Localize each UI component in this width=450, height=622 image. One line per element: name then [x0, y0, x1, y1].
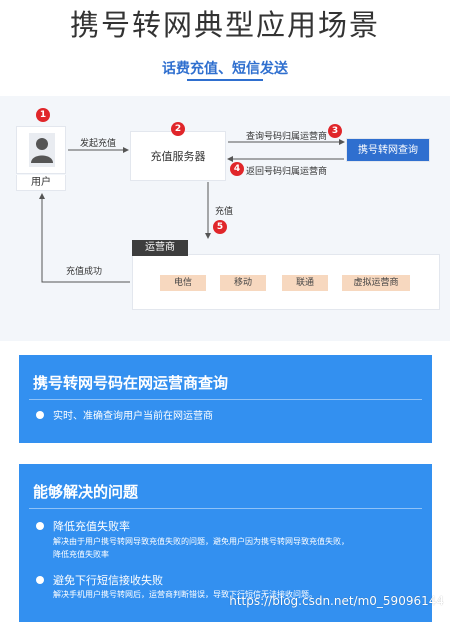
user-icon — [29, 133, 55, 167]
carrier-virtual: 虚拟运营商 — [342, 275, 410, 291]
query-feature-title: 携号转网号码在网运营商查询 — [33, 374, 229, 392]
problem-2-text-line1: 解决手机用户携号转网后，运营商判断错误，导致下行短信无法接收问题。 — [53, 590, 317, 599]
arrow-return-label: 返回号码归属运营商 — [246, 167, 328, 177]
step-1-badge: 1 — [36, 108, 50, 122]
number-portability-query-box: 携号转网查询 — [346, 138, 430, 162]
arrow-carrier-to-user — [39, 193, 130, 283]
page-title: 携号转网典型应用场景 — [69, 8, 380, 42]
subtitle-underline — [187, 79, 263, 81]
user-label: 用户 — [16, 175, 66, 191]
bullet-dot — [36, 576, 44, 584]
step-2-badge: 2 — [171, 122, 185, 136]
arrow-charge-label: 充值 — [215, 207, 234, 217]
carrier-mobile: 移动 — [220, 275, 266, 291]
problems-solved-panel: 能够解决的问题 降低充值失败率 解决由于用户携号转网导致充值失败的问题，避免用户… — [19, 464, 432, 622]
step-4-badge: 4 — [230, 162, 244, 176]
carrier-tab: 运营商 — [132, 240, 188, 256]
problem-1-text-line1: 解决由于用户携号转网导致充值失败的问题，避免用户因为携号转网导致充值失败， — [53, 537, 349, 546]
query-feature-text: 实时、准确查询用户当前在网运营商 — [53, 411, 213, 422]
query-feature-panel: 携号转网号码在网运营商查询 实时、准确查询用户当前在网运营商 — [19, 355, 432, 443]
carrier-telecom: 电信 — [160, 275, 206, 291]
flow-arrows — [39, 139, 345, 283]
page-subtitle: 话费充值、短信发送 — [162, 61, 288, 77]
problem-1-text-line2: 降低充值失败率 — [53, 550, 109, 559]
blog-watermark: https://blog.csdn.net/m0_59096144 — [229, 594, 444, 608]
problems-solved-divider — [29, 508, 422, 509]
bullet-dot — [36, 411, 44, 419]
user-box — [16, 126, 66, 174]
bullet-dot — [36, 522, 44, 530]
problem-1-heading: 降低充值失败率 — [53, 520, 130, 533]
step-5-badge: 5 — [213, 220, 227, 234]
query-feature-divider — [29, 399, 422, 400]
carrier-unicom: 联通 — [282, 275, 328, 291]
arrow-query-label: 查询号码归属运营商 — [246, 132, 328, 142]
step-3-badge: 3 — [328, 124, 342, 138]
arrow-success-label: 充值成功 — [66, 267, 103, 277]
flow-diagram: 用户 1 发起充值 充值服务器 2 查询号码归属运营商 3 携号转网查询 4 返… — [0, 96, 450, 341]
arrow-recharge-label: 发起充值 — [80, 139, 117, 149]
problems-solved-title: 能够解决的问题 — [33, 483, 139, 501]
recharge-server-box: 充值服务器 — [130, 131, 226, 181]
problem-2-heading: 避免下行短信接收失败 — [53, 574, 163, 587]
